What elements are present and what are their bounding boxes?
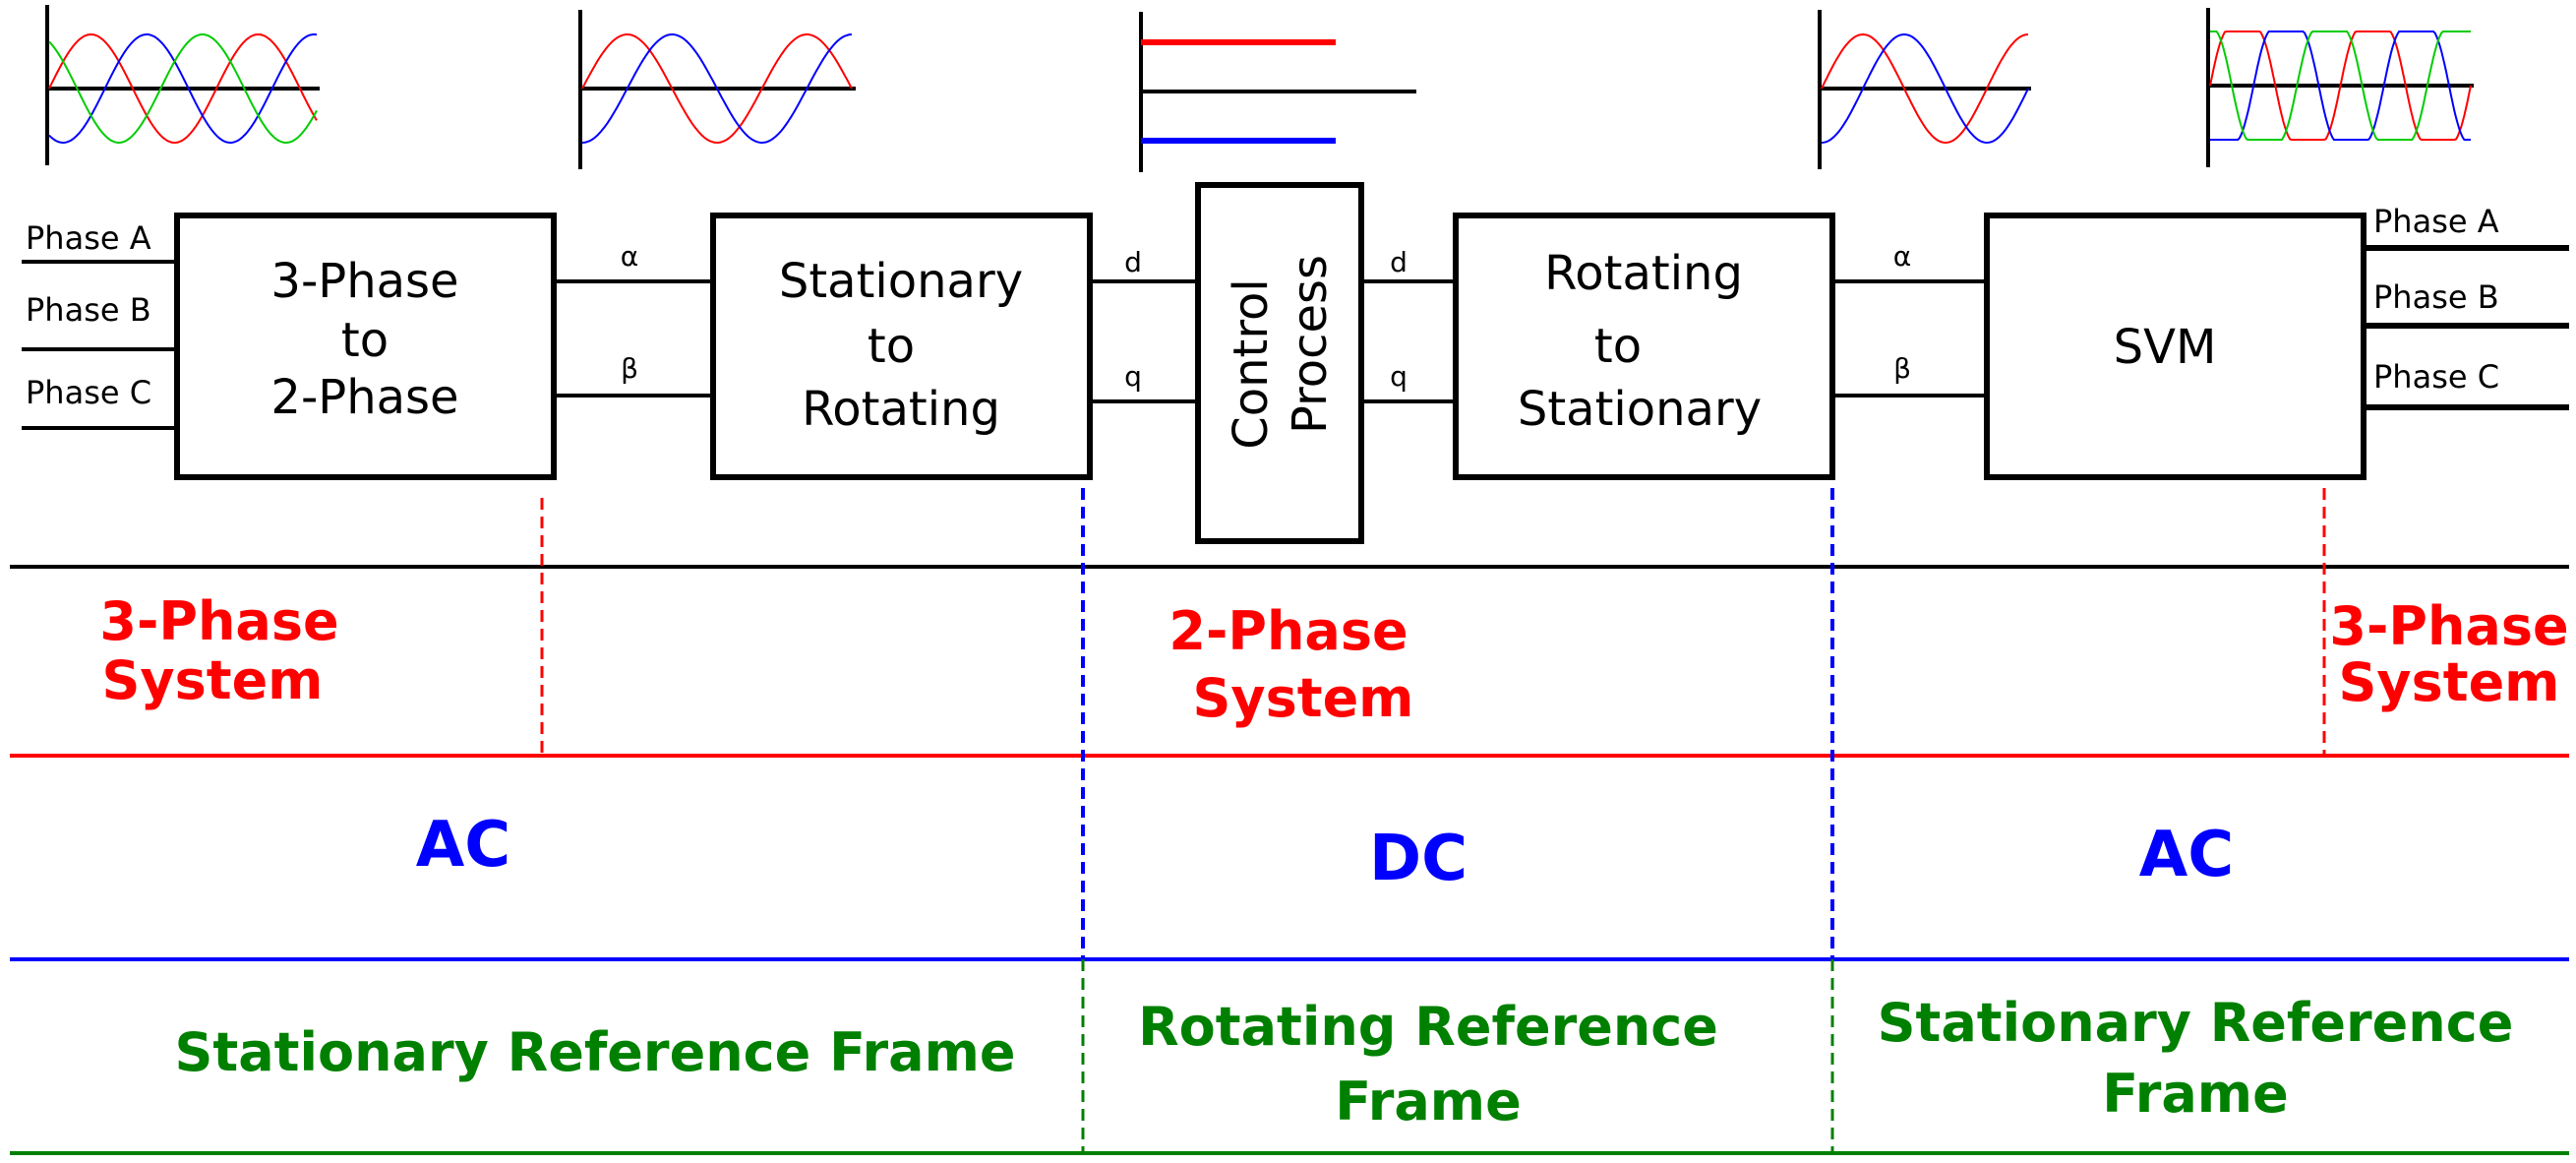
block-rot-to-stat-line3: Stationary: [1518, 382, 1762, 437]
system-left-line2: System: [102, 649, 324, 711]
frame-middle-line2: Frame: [1335, 1071, 1521, 1132]
block-rot-to-stat-line1: Rotating: [1544, 246, 1743, 301]
block-control-line2: Process: [1283, 255, 1338, 434]
input-phase-c-label: Phase C: [26, 374, 151, 411]
current-middle: DC: [1369, 823, 1468, 895]
signal-q-1: q: [1124, 360, 1142, 393]
input-phase-b-label: Phase B: [26, 291, 151, 329]
waveform-svm-output: [2206, 8, 2474, 167]
waveform-alpha-beta: [578, 10, 856, 169]
frame-right-line2: Frame: [2102, 1063, 2288, 1125]
block-3phase-to-2phase-line3: 2-Phase: [270, 370, 458, 425]
block-control-line1: Control: [1224, 278, 1279, 450]
signal-alpha-2: α: [1893, 240, 1911, 273]
system-middle-line2: System: [1193, 667, 1414, 729]
system-left-line1: 3-Phase: [99, 590, 338, 652]
frame-right-line1: Stationary Reference: [1878, 992, 2514, 1054]
output-phase-lines: [2364, 245, 2569, 410]
block-3phase-to-2phase: [174, 213, 557, 480]
signal-beta-2: β: [1893, 352, 1911, 385]
output-phase-a-label: Phase A: [2373, 203, 2499, 240]
output-phase-b-label: Phase B: [2373, 278, 2499, 316]
block-stat-to-rot-line3: Rotating: [802, 382, 1000, 437]
system-right-line2: System: [2339, 651, 2560, 713]
block-stat-to-rot-line2: to: [868, 319, 915, 374]
waveform-dc-dq: [1139, 12, 1416, 172]
block-stat-to-rot-line1: Stationary: [779, 254, 1023, 309]
current-right: AC: [2139, 819, 2235, 891]
frame-middle-line1: Rotating Reference: [1138, 996, 1718, 1058]
block-rot-to-stat-line2: to: [1594, 319, 1642, 374]
block-3phase-to-2phase-line2: to: [341, 313, 389, 368]
waveform-input-3phase: [45, 5, 320, 165]
signal-d-1: d: [1124, 246, 1142, 278]
frame-left: Stationary Reference Frame: [175, 1021, 1016, 1083]
block-3phase-to-2phase-line1: 3-Phase: [270, 254, 458, 309]
block-control-process: [1195, 182, 1364, 544]
block-svm: [1984, 213, 2366, 480]
current-left: AC: [416, 809, 511, 882]
block-svm-label: SVM: [2114, 320, 2217, 375]
dashed-dividers: [540, 488, 2326, 1151]
output-phase-c-label: Phase C: [2373, 358, 2499, 396]
block-rotating-to-stationary: [1453, 213, 1835, 480]
signal-beta-1: β: [621, 352, 638, 385]
signal-q-2: q: [1390, 360, 1408, 393]
system-middle-line1: 2-Phase: [1168, 600, 1408, 662]
signal-d-2: d: [1390, 246, 1408, 278]
input-phase-a-label: Phase A: [26, 219, 151, 257]
block-stationary-to-rotating: [710, 213, 1093, 480]
system-right-line1: 3-Phase: [2329, 595, 2568, 657]
input-phase-lines: [22, 260, 177, 430]
signal-alpha-1: α: [621, 240, 638, 273]
waveform-alpha-beta-out: [1818, 10, 2031, 169]
